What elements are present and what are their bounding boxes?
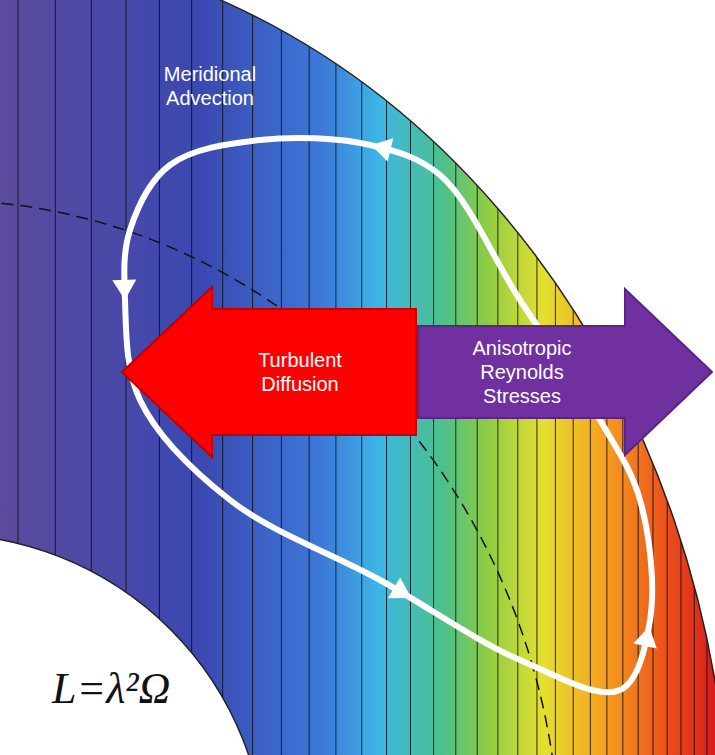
process-label: Meridional Advection [140,62,280,110]
contour-line [126,0,127,755]
contour-line [91,0,92,755]
dashed-boundary [0,200,560,755]
text-block: Turbulent Diffusion [235,348,365,396]
dashed-boundary-group [0,200,560,755]
arrow-outline [122,287,416,457]
circulation-arrowhead [112,280,136,300]
arrow-shape [418,289,712,455]
arrow-outline [418,289,712,455]
arrow-label: Anisotropic Reynolds Stresses [457,336,587,408]
circulation-arrowhead [633,626,656,648]
contour-line [55,0,56,755]
contour-line [18,0,19,755]
arrow-label: Turbulent Diffusion [235,348,365,396]
process-arrow: Anisotropic Reynolds Stresses [418,289,712,455]
arrow-shape [122,287,416,457]
equation: L=λ²Ω [52,664,170,715]
circulation-arrowhead [371,138,393,161]
circulation-arrowhead [388,578,411,599]
text-block: Anisotropic Reynolds Stresses [457,336,587,408]
process-arrow: Turbulent Diffusion [122,287,416,457]
